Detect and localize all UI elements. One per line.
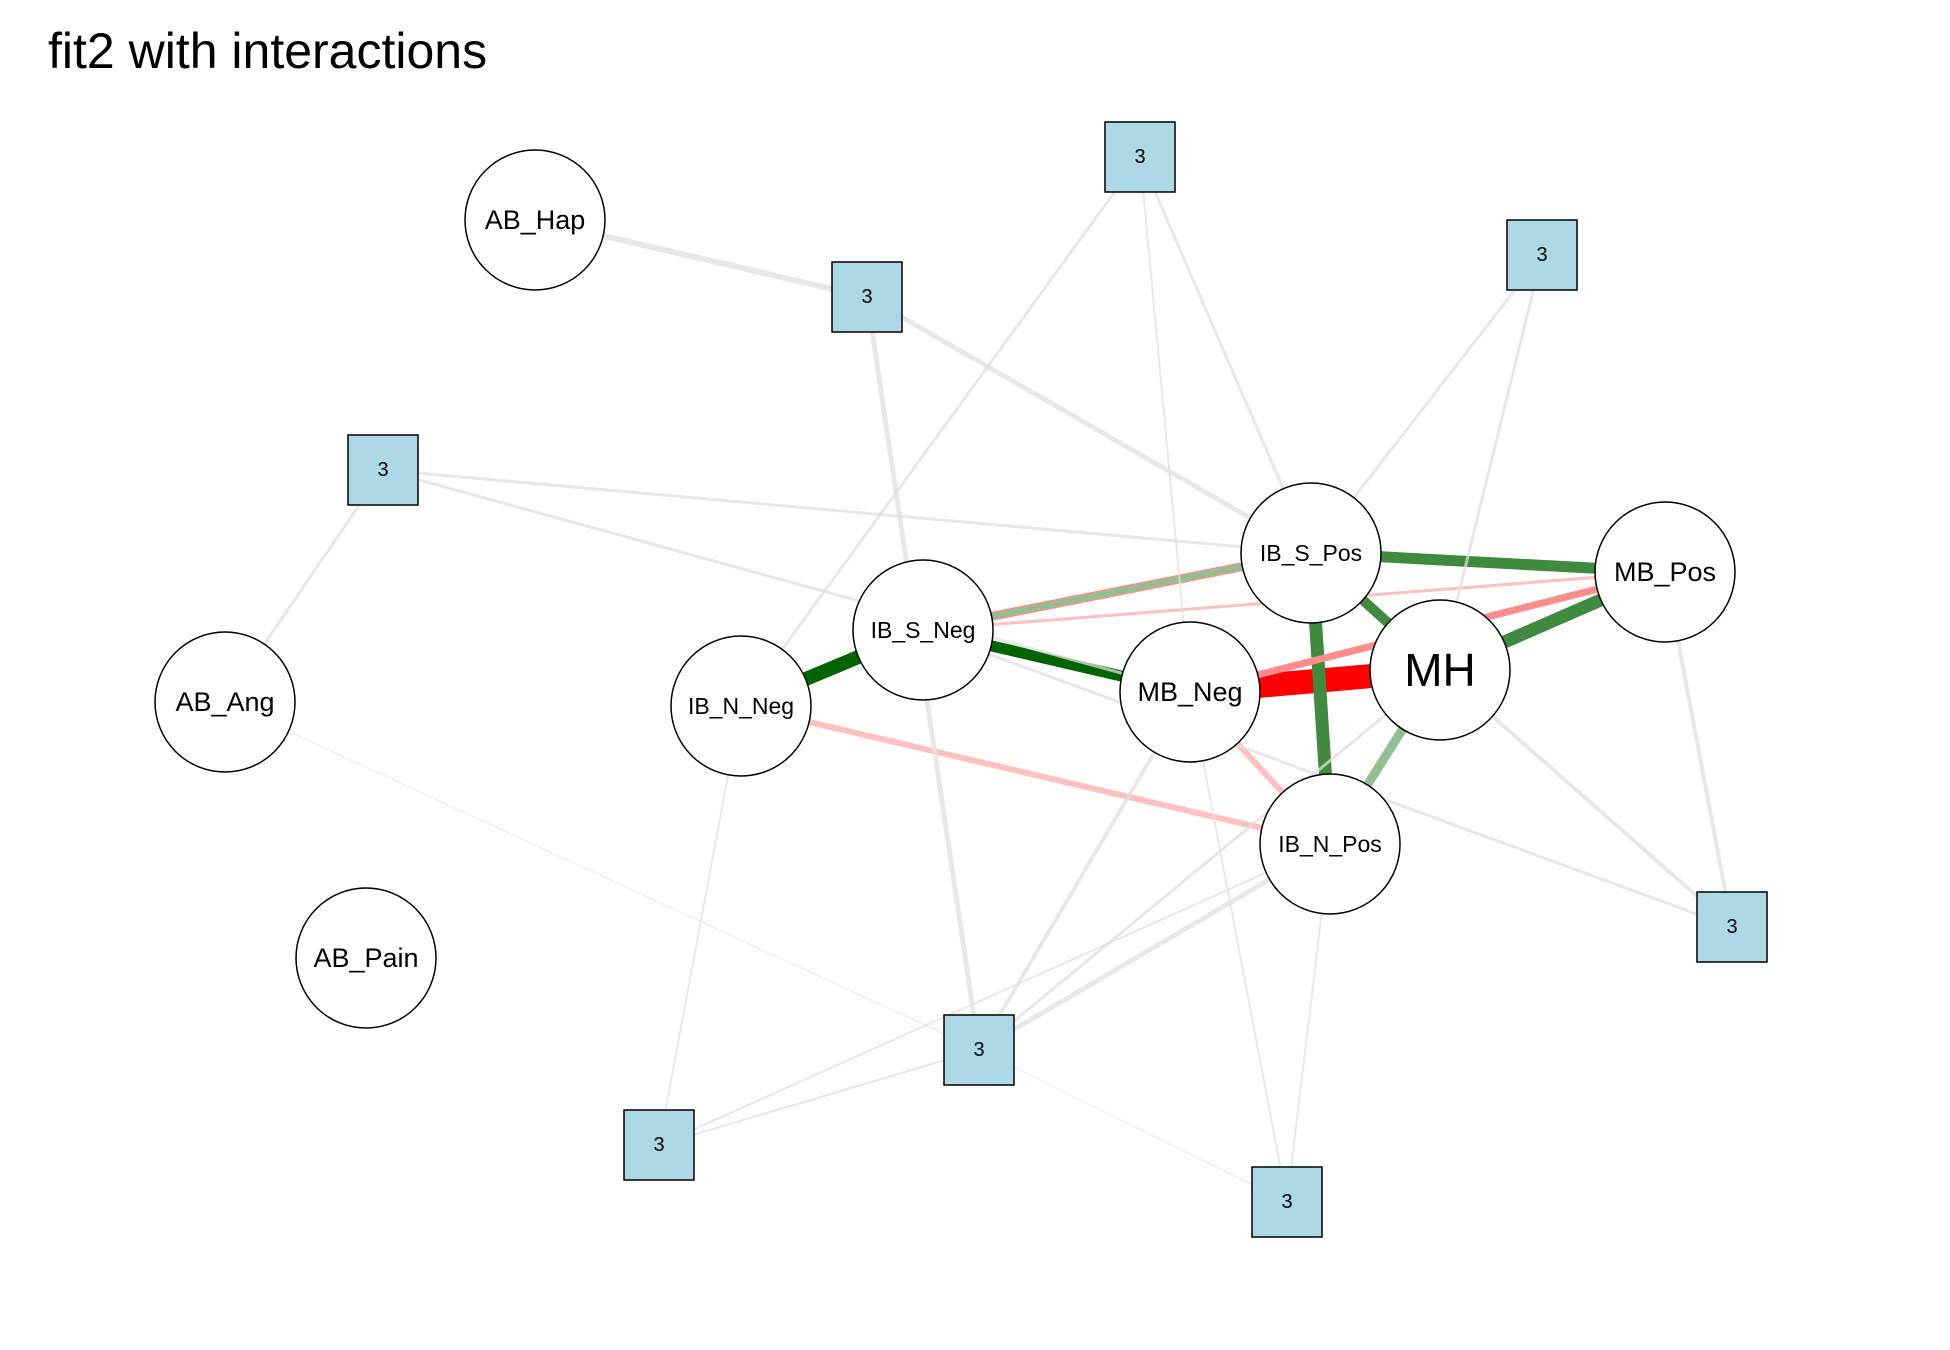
node-circle xyxy=(464,149,606,291)
node-label: IB_S_Neg xyxy=(871,617,976,643)
edge-AB_Ang-F5 xyxy=(224,701,980,1051)
node-label: IB_N_Neg xyxy=(688,693,794,719)
node-label: 3 xyxy=(653,1134,664,1156)
node-label: MB_Neg xyxy=(1137,677,1242,707)
factor-box xyxy=(943,1014,1015,1086)
node-circle xyxy=(154,631,296,773)
variable-node-MB_Neg: MB_Neg xyxy=(1119,621,1261,763)
edge-F5-MH xyxy=(978,668,1441,1052)
factor-node-F5: 3 xyxy=(943,1014,1015,1086)
variable-node-AB_Hap: AB_Hap xyxy=(464,149,606,291)
diagram-title: fit2 with interactions xyxy=(48,23,488,79)
variable-node-IB_S_Pos: IB_S_Pos xyxy=(1240,482,1382,624)
edge-F2-MB_Neg xyxy=(1139,156,1191,693)
node-label: MB_Pos xyxy=(1614,557,1716,587)
factor-box xyxy=(1696,891,1768,963)
node-label: 3 xyxy=(1726,916,1737,938)
edge-F2-IB_N_Neg xyxy=(739,156,1142,707)
node-circle xyxy=(1594,501,1736,643)
node-label: IB_N_Pos xyxy=(1278,831,1382,857)
variable-node-AB_Pain: AB_Pain xyxy=(295,887,437,1029)
edge-F1-IB_S_Pos xyxy=(865,294,1313,556)
variable-node-MB_Pos: MB_Pos xyxy=(1594,501,1736,643)
node-label: 3 xyxy=(377,459,388,481)
node-label: 3 xyxy=(1536,244,1547,266)
factor-node-F7: 3 xyxy=(1251,1166,1323,1238)
edge-F4-MB_Neg xyxy=(382,468,1191,694)
edge-F2-IB_S_Pos xyxy=(1138,156,1313,554)
edge-F3-MH xyxy=(1438,254,1544,671)
factor-node-F2: 3 xyxy=(1104,121,1176,193)
node-circle xyxy=(670,635,812,777)
node-label: 3 xyxy=(861,286,872,308)
node-label: MH xyxy=(1404,644,1476,696)
node-circle xyxy=(1240,482,1382,624)
node-circle xyxy=(1369,599,1511,741)
node-circle xyxy=(295,887,437,1029)
variable-node-IB_N_Neg: IB_N_Neg xyxy=(670,635,812,777)
factor-box xyxy=(347,434,419,506)
node-label: 3 xyxy=(1281,1191,1292,1213)
factor-box xyxy=(831,261,903,333)
variable-node-MH: MH xyxy=(1369,599,1511,741)
edge-F7-F5 xyxy=(978,1049,1288,1203)
factor-box xyxy=(623,1109,695,1181)
edge-F6-IB_N_Pos xyxy=(658,843,1331,1146)
node-label: AB_Pain xyxy=(313,943,418,973)
edge-IB_N_Neg-IB_N_Pos xyxy=(740,703,1331,847)
edge-F7-MB_Neg xyxy=(1189,691,1288,1203)
factor-node-F3: 3 xyxy=(1506,219,1578,291)
edge-F6-IB_N_Neg xyxy=(658,705,742,1146)
node-label: AB_Ang xyxy=(175,687,274,717)
factor-node-F8: 3 xyxy=(1696,891,1768,963)
node-label: 3 xyxy=(1134,146,1145,168)
factor-node-F6: 3 xyxy=(623,1109,695,1181)
node-label: AB_Hap xyxy=(485,205,586,235)
factor-node-F4: 3 xyxy=(347,434,419,506)
edge-F6-F5 xyxy=(658,1049,980,1146)
factor-box xyxy=(1506,219,1578,291)
node-label: 3 xyxy=(973,1039,984,1061)
factor-box xyxy=(1251,1166,1323,1238)
node-label: IB_S_Pos xyxy=(1260,540,1362,566)
node-circle xyxy=(1259,773,1401,915)
variable-node-AB_Ang: AB_Ang xyxy=(154,631,296,773)
variable-node-IB_N_Pos: IB_N_Pos xyxy=(1259,773,1401,915)
node-circle xyxy=(1119,621,1261,763)
node-circle xyxy=(852,559,994,701)
variable-node-IB_S_Neg: IB_S_Neg xyxy=(852,559,994,701)
edge-F4-IB_S_Pos xyxy=(382,468,1312,555)
factor-node-F1: 3 xyxy=(831,261,903,333)
factor-box xyxy=(1104,121,1176,193)
